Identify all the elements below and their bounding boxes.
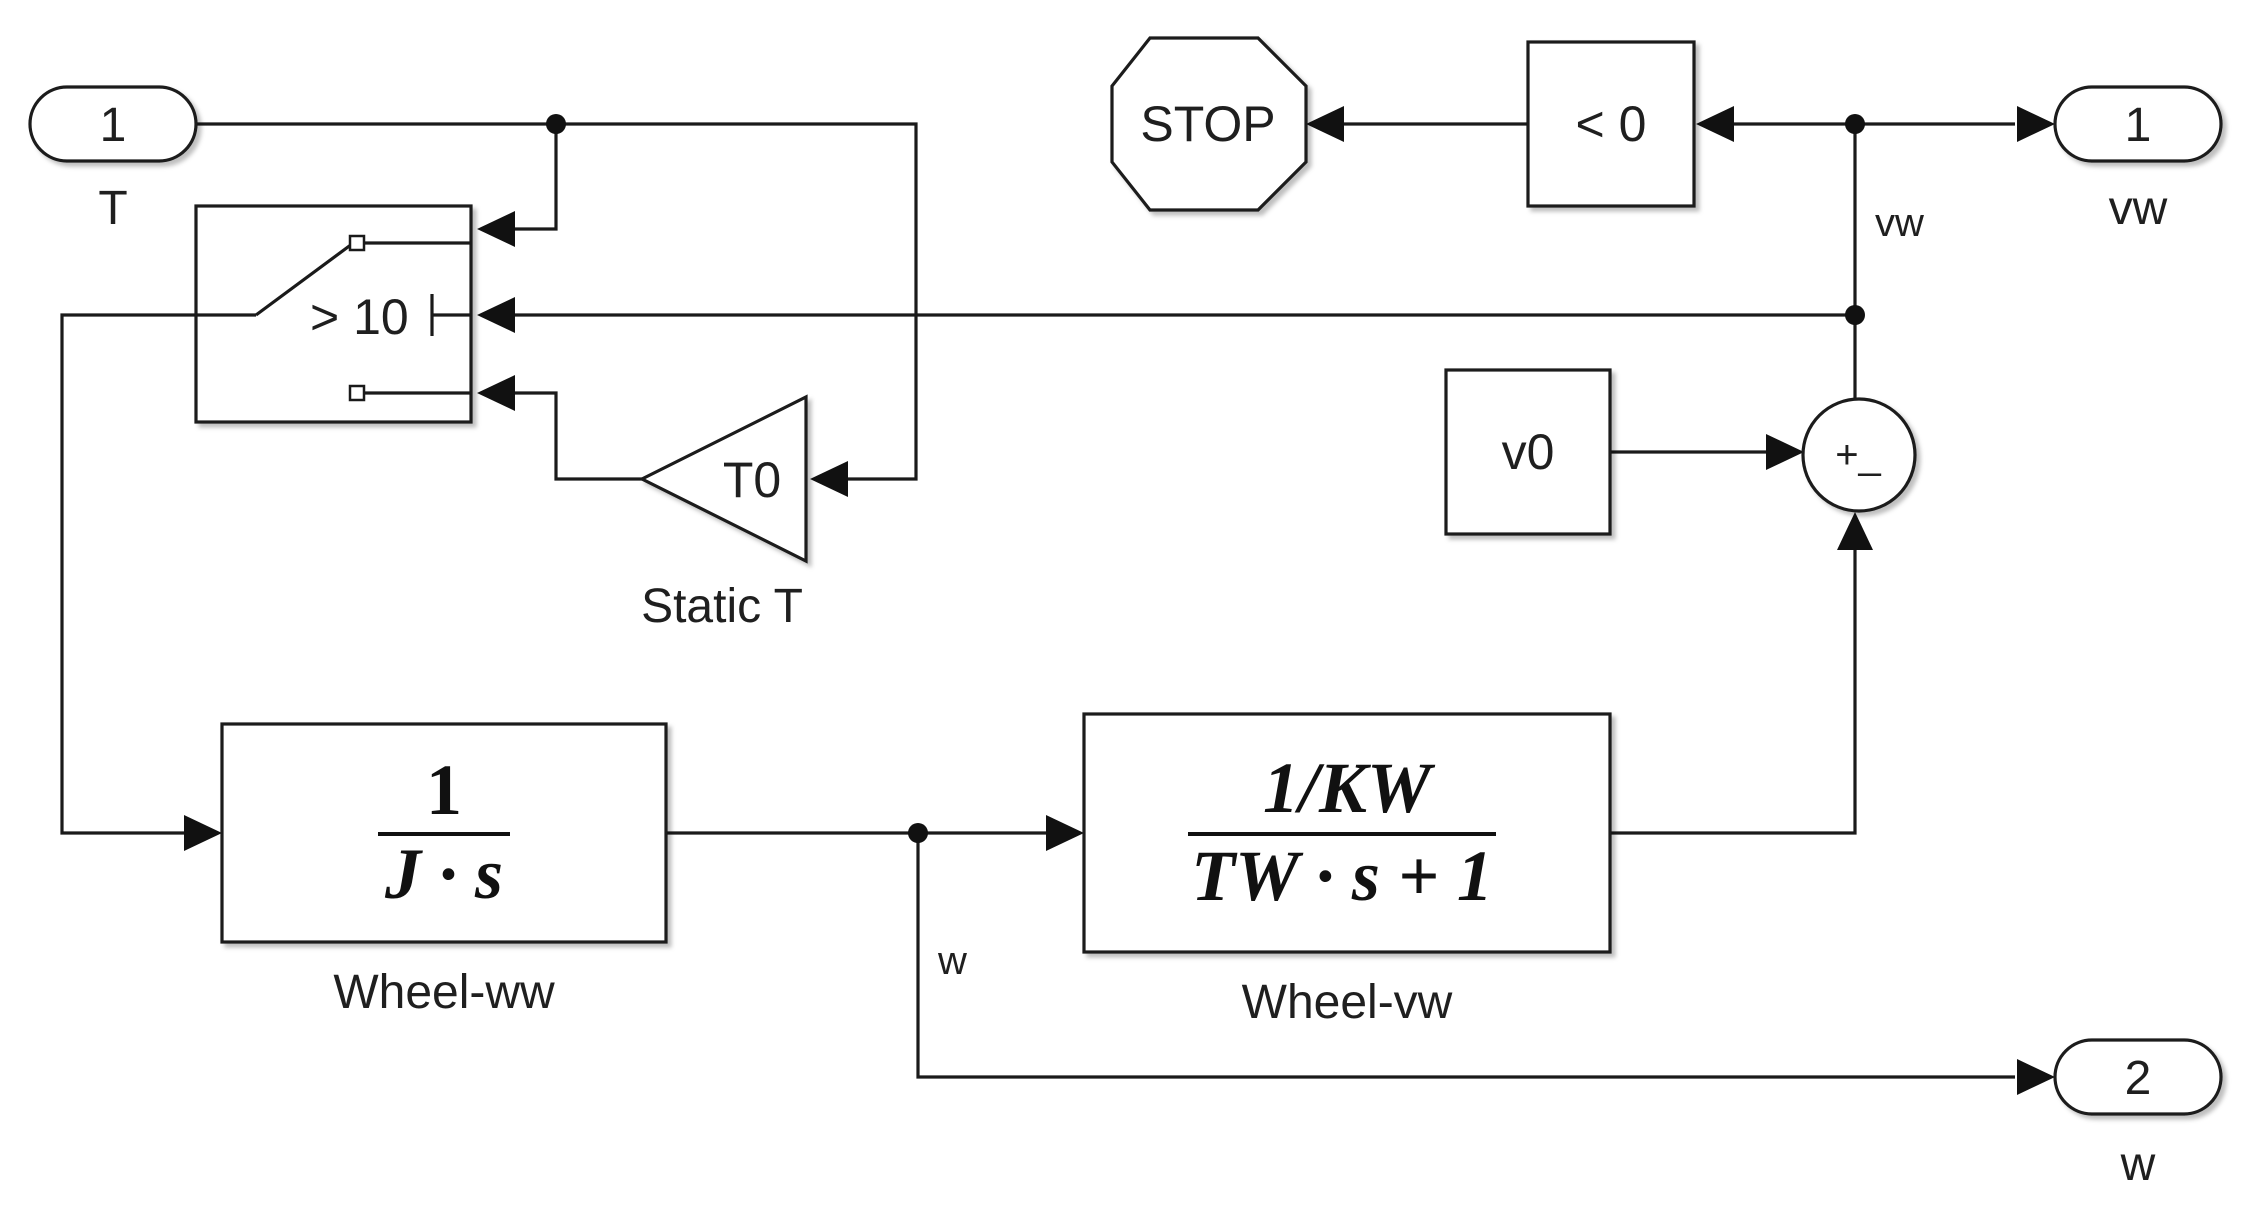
integrator-label: Wheel-ww <box>333 966 555 1019</box>
signal-lines <box>60 122 2015 1079</box>
arrow-switch-in3 <box>477 375 515 411</box>
switch-contact-top <box>348 234 366 252</box>
arrow-switch-in1 <box>477 211 515 247</box>
inport-T[interactable]: 1 T <box>28 85 198 235</box>
line-gain-to-switch[interactable] <box>485 391 642 481</box>
switch-threshold: > 10 <box>310 289 409 345</box>
arrow-compare-in <box>1696 106 1734 142</box>
outport-vw-number: 1 <box>2125 99 2152 152</box>
arrow-gain-in <box>810 461 848 497</box>
arrow-transfer-in <box>1046 815 1084 851</box>
sum-block-circle[interactable] <box>1801 397 1917 513</box>
integrator-block[interactable]: 1 J · s Wheel-ww <box>220 722 668 1019</box>
line-T-to-gain[interactable] <box>556 122 918 481</box>
compare-block-body[interactable] <box>1526 40 1696 208</box>
arrow-switch-control <box>477 297 515 333</box>
branch-point-w <box>908 823 928 843</box>
gain-label: Static T <box>641 580 803 633</box>
arrow-outport1-in <box>2017 106 2055 142</box>
stop-block-octagon[interactable] <box>1110 36 1308 212</box>
compare-block[interactable]: < 0 <box>1526 40 1696 208</box>
inport-T-label: T <box>98 182 127 235</box>
gain-value: T0 <box>723 452 781 508</box>
line-T-to-switch[interactable] <box>485 124 558 231</box>
constant-block-body[interactable] <box>1444 368 1612 536</box>
integrator-numerator: 1 <box>426 750 462 830</box>
arrow-sum-in-left <box>1766 434 1804 470</box>
line-transfer-to-sum[interactable] <box>1610 550 1857 835</box>
transfer-label: Wheel-vw <box>1242 976 1453 1029</box>
outport-vw-shape[interactable] <box>2053 85 2223 163</box>
compare-text: < 0 <box>1576 96 1647 152</box>
integrator-denominator: J · s <box>384 834 503 914</box>
arrow-outport2-in <box>2017 1059 2055 1095</box>
branch-point-vw-mid <box>1845 305 1865 325</box>
branch-points <box>546 114 1865 843</box>
arrow-sum-in-bottom <box>1837 512 1873 550</box>
line-w-to-outport2[interactable] <box>916 833 2015 1079</box>
sum-signs: +_ <box>1835 433 1881 477</box>
stop-text: STOP <box>1140 96 1275 152</box>
arrowheads <box>184 106 2055 1095</box>
branch-point-T <box>546 114 566 134</box>
gain-block-triangle[interactable] <box>638 394 808 564</box>
outport-w[interactable]: 2 w <box>2053 1038 2223 1191</box>
outport-w-label: w <box>2120 1138 2156 1191</box>
outport-w-number: 2 <box>2125 1052 2152 1105</box>
transfer-block[interactable]: 1/KW TW · s + 1 Wheel-vw <box>1082 712 1612 1029</box>
inport-T-number: 1 <box>100 99 127 152</box>
transfer-denominator: TW · s + 1 <box>1191 836 1493 916</box>
outport-vw[interactable]: 1 vw <box>2053 85 2223 235</box>
line-switch-to-integrator[interactable] <box>60 313 196 835</box>
switch-contact-bottom <box>348 384 366 402</box>
outport-vw-label: vw <box>2109 182 2168 235</box>
gain-block[interactable]: T0 Static T <box>638 394 808 633</box>
signal-label-w: w <box>937 939 967 983</box>
constant-block[interactable]: v0 <box>1444 368 1612 536</box>
branch-point-vw-top <box>1845 114 1865 134</box>
arrow-integrator-in <box>184 815 222 851</box>
stop-block[interactable]: STOP <box>1110 36 1308 212</box>
sum-block[interactable]: +_ <box>1801 397 1917 513</box>
outport-w-shape[interactable] <box>2053 1038 2223 1116</box>
switch-lever <box>255 242 353 317</box>
signal-label-vw: vw <box>1875 201 1924 245</box>
switch-block[interactable]: > 10 <box>194 204 473 424</box>
inport-T-shape[interactable] <box>28 85 198 163</box>
arrow-stop-in <box>1306 106 1344 142</box>
transfer-numerator: 1/KW <box>1263 748 1436 828</box>
constant-value: v0 <box>1502 424 1555 480</box>
